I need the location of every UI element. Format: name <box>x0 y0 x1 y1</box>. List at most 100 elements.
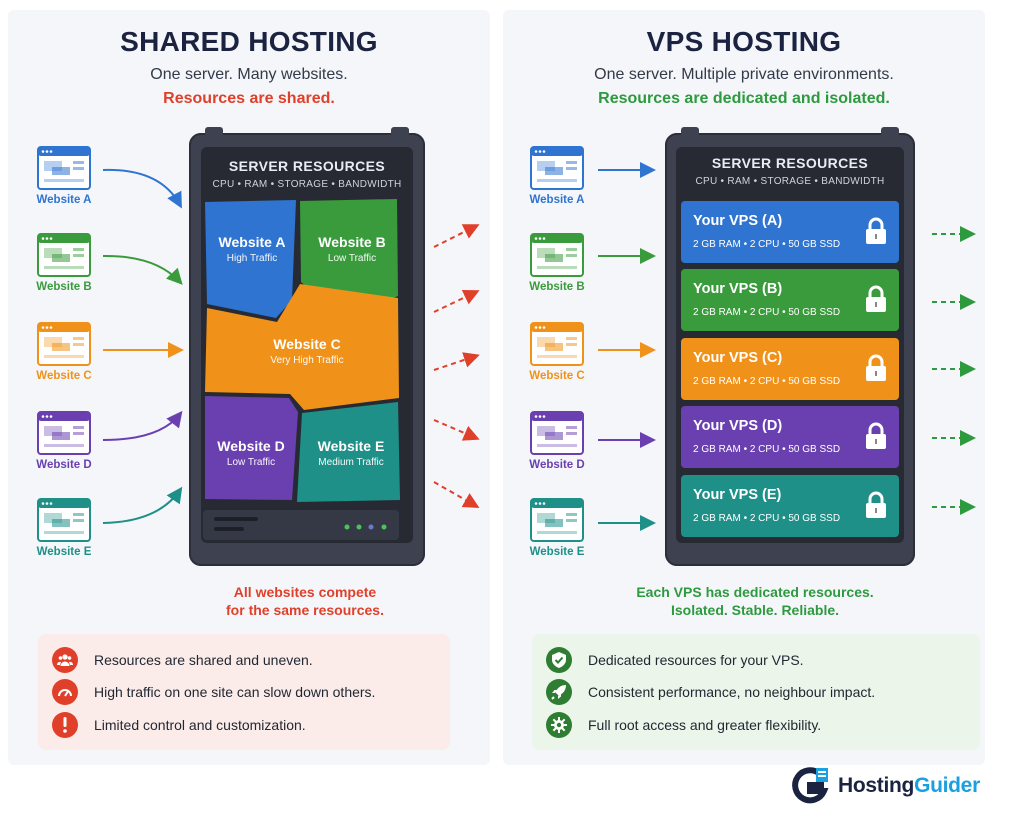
users-icon <box>52 647 78 673</box>
shared-drawbacks-box: Resources are shared and uneven. High tr… <box>38 634 450 750</box>
vps-slot-name: Your VPS (D) <box>693 418 783 434</box>
status-led-3 <box>368 524 374 530</box>
vps-slot-d: Your VPS (D) 2 GB RAM • 2 CPU • 50 GB SS… <box>681 406 899 468</box>
shared-point-3: Limited control and customization. <box>52 712 306 738</box>
website-e-node: Website E <box>36 498 92 558</box>
website-e-node: Website E <box>529 498 585 558</box>
arrow-b-in <box>102 254 183 285</box>
brand-mark-icon <box>792 767 829 804</box>
arrow-out-3 <box>433 352 480 371</box>
website-c-node: Website C <box>529 322 585 382</box>
arrow-out-2 <box>433 289 480 313</box>
website-label: Website C <box>36 370 92 382</box>
tile-website-e <box>297 402 400 502</box>
website-label: Website E <box>529 546 585 558</box>
vps-point-3: Full root access and greater flexibility… <box>546 712 821 738</box>
vps-slot-spec: 2 GB RAM • 2 CPU • 50 GB SSD <box>693 307 841 318</box>
browser-window-icon <box>37 322 91 366</box>
status-led-4 <box>381 524 387 530</box>
arrow-e-in <box>102 486 183 524</box>
website-label: Website D <box>529 459 585 471</box>
vps-slot-spec: 2 GB RAM • 2 CPU • 50 GB SSD <box>693 513 841 524</box>
website-label: Website A <box>529 194 585 206</box>
speedometer-icon <box>52 679 78 705</box>
browser-window-icon <box>530 146 584 190</box>
vps-server-title: SERVER RESOURCES <box>711 155 869 171</box>
brand-logo: HostingGuider <box>790 766 980 806</box>
vps-server-subtitle: CPU • RAM • STORAGE • BANDWIDTH <box>695 176 885 187</box>
vps-point-1: Dedicated resources for your VPS. <box>546 647 804 673</box>
vps-slot-b: Your VPS (B) 2 GB RAM • 2 CPU • 50 GB SS… <box>681 269 899 331</box>
vps-note: Each VPS has dedicated resources.Isolate… <box>636 584 874 618</box>
tile-website-a <box>205 200 296 318</box>
vps-slot-spec: 2 GB RAM • 2 CPU • 50 GB SSD <box>693 376 841 387</box>
website-label: Website C <box>529 370 585 382</box>
tile-website-c <box>205 284 399 410</box>
exclamation-icon <box>52 712 78 738</box>
arrow-out-4 <box>433 419 480 441</box>
website-d-node: Website D <box>529 411 585 471</box>
arrow-a-in <box>102 168 182 209</box>
browser-window-icon <box>530 498 584 542</box>
browser-window-icon <box>37 233 91 277</box>
website-c-node: Website C <box>36 322 92 382</box>
website-label: Website D <box>36 459 92 471</box>
brand-name: HostingGuider <box>838 774 980 797</box>
website-label: Website B <box>529 281 585 293</box>
website-label: Website A <box>36 194 92 206</box>
vps-title: VPS HOSTING <box>646 26 842 57</box>
tile-website-b <box>300 199 398 306</box>
vps-slot-e: Your VPS (E) 2 GB RAM • 2 CPU • 50 GB SS… <box>681 475 899 537</box>
shared-server-title: SERVER RESOURCES <box>228 158 386 174</box>
shared-point-1: Resources are shared and uneven. <box>52 647 313 673</box>
shield-check-icon <box>546 647 572 673</box>
arrow-out-5 <box>433 481 480 508</box>
arrow-out-1 <box>433 224 480 248</box>
vps-slot-spec: 2 GB RAM • 2 CPU • 50 GB SSD <box>693 444 841 455</box>
lock-icon <box>866 285 886 312</box>
browser-window-icon <box>37 498 91 542</box>
lock-icon <box>866 354 886 381</box>
website-d-node: Website D <box>36 411 92 471</box>
shared-server-subtitle: CPU • RAM • STORAGE • BANDWIDTH <box>212 179 402 190</box>
browser-window-icon <box>530 233 584 277</box>
website-b-node: Website B <box>529 233 585 293</box>
arrow-d-in <box>102 410 183 441</box>
vps-slot-name: Your VPS (B) <box>693 281 783 297</box>
rocket-icon <box>546 679 572 705</box>
lock-icon <box>866 491 886 518</box>
browser-window-icon <box>530 411 584 455</box>
lock-icon <box>866 217 886 244</box>
vps-slot-name: Your VPS (A) <box>693 213 783 229</box>
website-b-node: Website B <box>36 233 92 293</box>
status-led-2 <box>356 524 362 530</box>
vps-tagline: Resources are dedicated and isolated. <box>598 90 890 107</box>
vps-slot-name: Your VPS (C) <box>693 350 783 366</box>
vps-point-2: Consistent performance, no neighbour imp… <box>546 679 875 705</box>
shared-subtitle: One server. Many websites. <box>150 66 348 83</box>
vps-subtitle: One server. Multiple private environment… <box>594 66 894 83</box>
vps-slot-c: Your VPS (C) 2 GB RAM • 2 CPU • 50 GB SS… <box>681 338 899 400</box>
shared-tagline: Resources are shared. <box>163 90 335 107</box>
browser-window-icon <box>37 146 91 190</box>
vps-slot-a: Your VPS (A) 2 GB RAM • 2 CPU • 50 GB SS… <box>681 201 899 263</box>
tile-website-d <box>205 396 298 500</box>
website-label: Website E <box>36 546 92 558</box>
gear-icon <box>546 712 572 738</box>
status-led-1 <box>344 524 350 530</box>
browser-window-icon <box>37 411 91 455</box>
vps-benefits-box: Dedicated resources for your VPS. Consis… <box>532 634 980 750</box>
shared-title: SHARED HOSTING <box>120 26 378 57</box>
website-a-node: Website A <box>529 146 585 206</box>
vps-slot-name: Your VPS (E) <box>693 487 782 503</box>
website-label: Website B <box>36 281 92 293</box>
lock-icon <box>866 422 886 449</box>
shared-point-2: High traffic on one site can slow down o… <box>52 679 375 705</box>
